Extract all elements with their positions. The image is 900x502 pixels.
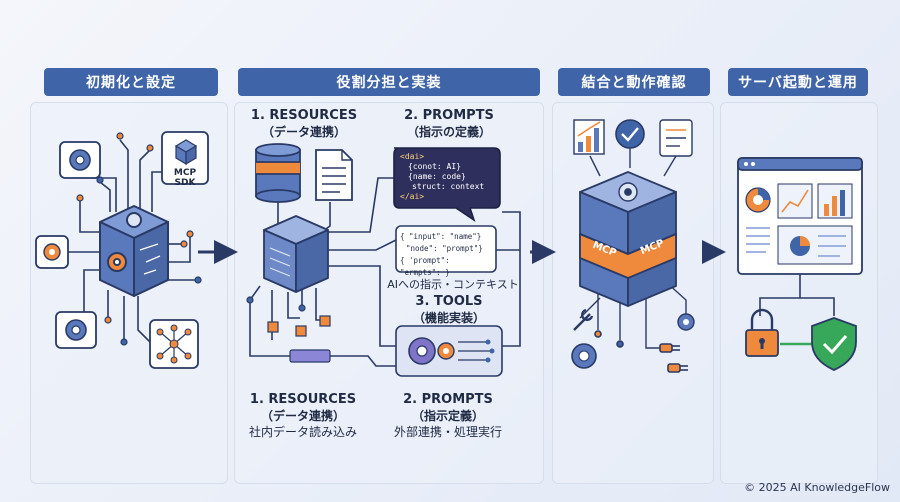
roles-nodes [246, 296, 331, 363]
tools-title: 3. TOOLS [415, 294, 483, 309]
mcp-server-stack [579, 171, 677, 307]
copyright: © 2025 AI KnowledgeFlow [744, 481, 890, 494]
resources-bottom-label: 1. RESOURCES （データ連携） 社内データ読み込み [236, 392, 370, 440]
gear-box-left [35, 235, 69, 269]
section-header-operation: サーバ起動と運用 [728, 68, 868, 96]
resources-bottom-desc: 社内データ読み込み [248, 425, 357, 439]
lock-icon [745, 308, 779, 357]
prompt-code: <dai> {conot: AI} {name: code} struct: c… [400, 152, 496, 202]
gear-box-bottomleft [55, 311, 97, 349]
operation-connectors [759, 274, 835, 316]
gear-box-topleft [59, 141, 101, 179]
prompts-top-title: 2. PROMPTS [404, 108, 494, 123]
tools-sub: （機能実装） [412, 311, 485, 325]
resources-bottom-title: 1. RESOURCES [249, 392, 357, 407]
wrench-icon [573, 308, 594, 331]
resources-top-label: 1. RESOURCES （データ連携） [240, 108, 368, 140]
database-icon [255, 143, 301, 203]
json-code-line: { "input": "name"} [400, 232, 482, 241]
prompt-code-line: {conot: AI} [408, 162, 461, 171]
prompts-bottom-label: 2. PROMPTS （指示定義） 外部連携・処理実行 [380, 392, 516, 440]
init-cube [99, 205, 169, 297]
plug-icons [594, 330, 688, 373]
document-icon [315, 149, 353, 201]
section-header-integration: 結合と動作確認 [558, 68, 710, 96]
bar-chart-icon [573, 119, 605, 155]
json-code: { "input": "name"} "node": "prompt"} { '… [400, 231, 494, 279]
resources-bottom-sub: （データ連携） [260, 409, 345, 423]
shield-check-icon [811, 317, 857, 371]
tools-label: 3. TOOLS （機能実装） [384, 294, 514, 326]
section-header-init: 初期化と設定 [44, 68, 218, 96]
resources-top-title: 1. RESOURCES [250, 108, 358, 123]
prompts-top-label: 2. PROMPTS （指示の定義） [384, 108, 514, 140]
prompt-code-line: struct: context [412, 182, 485, 191]
json-box [395, 225, 497, 273]
ai-context-label: AIへの指示・コンテキスト [387, 278, 519, 291]
prompts-bottom-title: 2. PROMPTS [403, 392, 493, 407]
prompts-bottom-desc: 外部連携・処理実行 [393, 425, 502, 439]
tools-box [395, 325, 503, 377]
json-code-line: "node": "prompt"} [406, 244, 483, 253]
prompts-top-sub: （指示の定義） [406, 125, 491, 139]
prompt-code-line: </ai> [400, 192, 425, 201]
code-doc-icon [659, 119, 693, 157]
network-box [149, 319, 199, 369]
prompt-code-line: <dai> [400, 152, 425, 161]
gear-icon-small [677, 313, 695, 331]
gear-icon-large [571, 343, 597, 369]
check-circle-icon [615, 119, 645, 149]
mcp-sdk-label: MCP SDK [173, 168, 197, 188]
dashboard-monitor [737, 157, 863, 275]
prompts-bottom-sub: （指示定義） [411, 409, 484, 423]
prompt-bubble [393, 147, 501, 222]
resources-top-sub: （データ連携） [261, 125, 346, 139]
roles-server [263, 215, 329, 293]
json-code-line: { 'prompt": "ermpts": } [400, 256, 450, 277]
section-header-roles: 役割分担と実装 [238, 68, 540, 96]
mcp-sdk-box [161, 131, 209, 185]
prompt-code-line: {name: code} [408, 172, 466, 181]
